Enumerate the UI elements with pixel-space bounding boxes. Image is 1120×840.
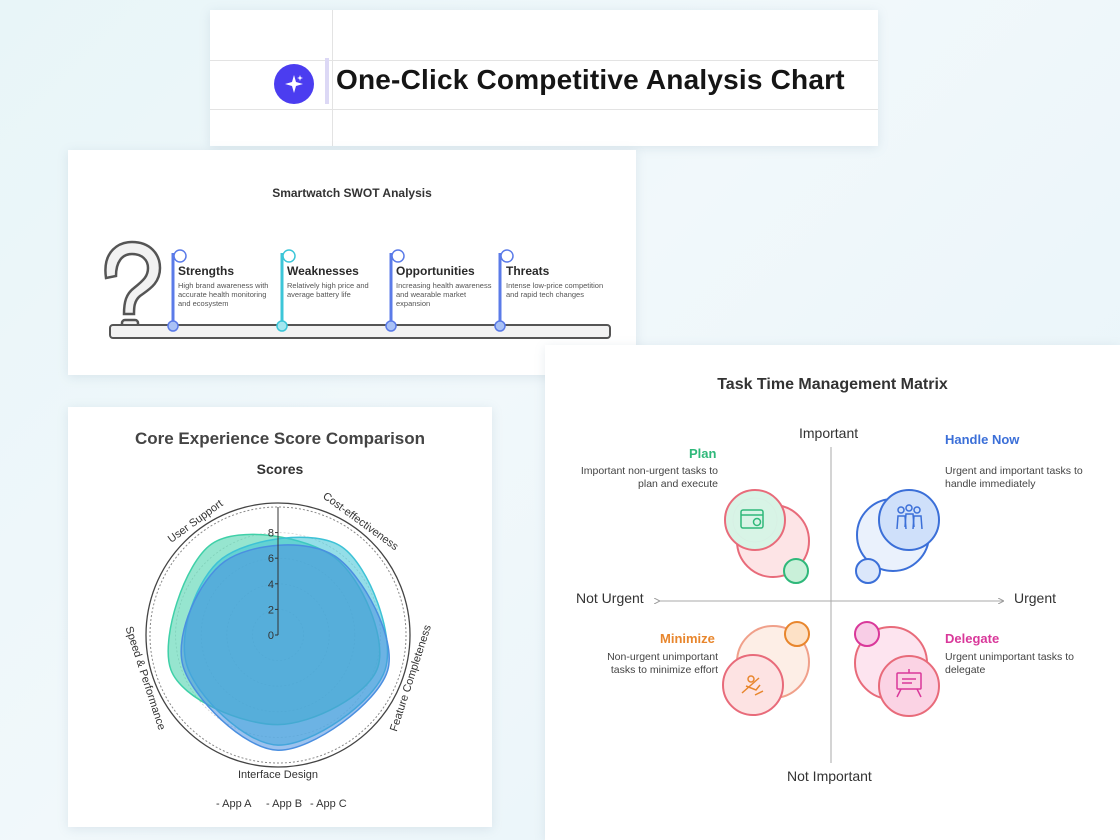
ai-sparkle-icon[interactable] xyxy=(274,64,314,104)
swot-post-threats xyxy=(494,249,514,332)
axis-label-urgent: Urgent xyxy=(1014,590,1057,606)
legend-marker: - xyxy=(216,798,223,810)
radar-axis-label: Speed & Performance xyxy=(123,625,168,732)
minimize-title: Minimize xyxy=(660,631,715,646)
minimize-quadrant-graphic xyxy=(722,621,810,716)
swot-opportunities-desc: Increasing health awareness and wearable… xyxy=(396,281,492,308)
plan-title: Plan xyxy=(689,446,717,461)
swot-post-weaknesses xyxy=(276,249,296,332)
swot-threats-desc: Intense low-price competition and rapid … xyxy=(506,281,604,299)
radar-axis-label: Interface Design xyxy=(238,769,318,781)
radar-tick-label: 0 xyxy=(268,630,274,642)
radar-inner-ring xyxy=(149,506,407,764)
legend-marker: - xyxy=(310,798,317,810)
grid-line xyxy=(210,109,878,110)
radar-subtitle: Scores xyxy=(256,461,304,477)
handle-now-quadrant-graphic xyxy=(855,489,940,584)
swot-strengths-title: Strengths xyxy=(178,264,235,278)
swot-strengths-desc: High brand awareness with accurate healt… xyxy=(178,281,269,308)
radar-outer-ring xyxy=(145,502,411,768)
legend-item-app-c[interactable]: - App C xyxy=(310,798,347,810)
page-title: One-Click Competitive Analysis Chart xyxy=(336,64,845,95)
matrix-card[interactable]: Task Time Management Matrix xyxy=(545,345,1120,840)
plan-quadrant-graphic xyxy=(724,489,810,584)
legend-label: App B xyxy=(272,798,303,810)
team-icon xyxy=(896,504,923,530)
swot-threats-title: Threats xyxy=(506,264,550,278)
presentation-icon xyxy=(896,669,922,698)
radar-series-app-c[interactable] xyxy=(180,544,390,751)
legend-label: App C xyxy=(316,798,347,810)
axis-label-not-important: Not Important xyxy=(787,768,872,784)
radar-title: Core Experience Score Comparison xyxy=(134,429,426,448)
swot-title: Smartwatch SWOT Analysis xyxy=(272,186,432,200)
swot-graphic xyxy=(104,240,611,339)
radar-axis-label: Feature Completeness xyxy=(388,623,434,733)
swot-opportunities-title: Opportunities xyxy=(396,264,475,278)
grid-line xyxy=(332,10,333,146)
swot-post-strengths xyxy=(167,249,187,332)
handle-now-desc: Urgent and important tasks to handle imm… xyxy=(945,465,1083,490)
matrix-graphic xyxy=(545,447,1120,763)
grid-line xyxy=(210,60,878,61)
rest-icon xyxy=(741,675,764,696)
calendar-icon xyxy=(740,509,764,529)
text-cursor xyxy=(325,58,329,104)
minimize-desc: Non-urgent unimportant tasks to minimize… xyxy=(607,651,718,676)
legend-item-app-b[interactable]: - App B xyxy=(266,798,302,810)
legend-marker: - xyxy=(266,798,273,810)
swot-weaknesses-desc: Relatively high price and average batter… xyxy=(287,281,369,299)
handle-now-title: Handle Now xyxy=(945,432,1020,447)
header-card: One-Click Competitive Analysis Chart xyxy=(210,10,878,146)
swot-post-opportunities xyxy=(385,249,405,332)
radar-tick-label: 2 xyxy=(268,604,274,616)
radar-chart-card[interactable]: Core Experience Score Comparison Scores … xyxy=(68,407,492,827)
plan-desc: Important non-urgent tasks to plan and e… xyxy=(580,465,718,490)
radar-tick-label: 8 xyxy=(268,528,274,540)
swot-base xyxy=(109,324,611,339)
legend-label: App A xyxy=(222,798,252,810)
radar-tick-label: 4 xyxy=(268,579,274,591)
radar-tick-label: 6 xyxy=(268,553,274,565)
radar-axis-label: User Support xyxy=(166,498,225,546)
delegate-title: Delegate xyxy=(945,631,1000,646)
question-mark-icon xyxy=(104,240,162,316)
delegate-desc: Urgent unimportant tasks to delegate xyxy=(945,651,1074,676)
matrix-title: Task Time Management Matrix xyxy=(717,376,948,393)
swot-card[interactable]: Smartwatch SWOT Analysis Strengths H xyxy=(68,150,636,375)
axis-label-important: Important xyxy=(799,425,859,441)
axis-label-not-urgent: Not Urgent xyxy=(576,590,644,606)
legend-item-app-a[interactable]: - App A xyxy=(216,798,251,810)
delegate-quadrant-graphic xyxy=(854,621,940,717)
swot-weaknesses-title: Weaknesses xyxy=(287,264,359,278)
